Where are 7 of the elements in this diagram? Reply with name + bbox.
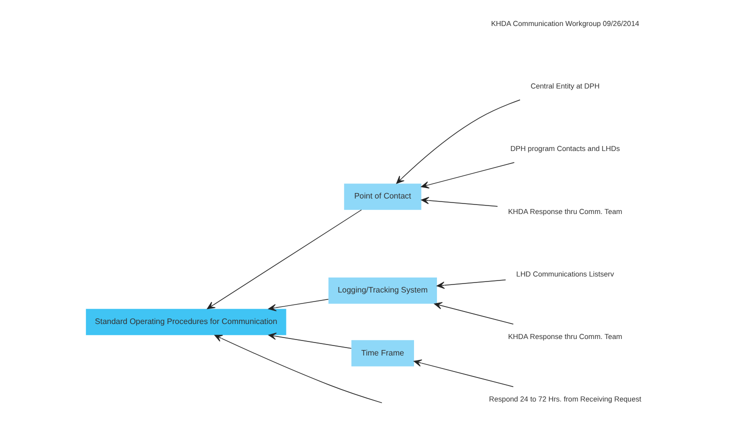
node-text: DPH program Contacts and LHDs	[510, 144, 620, 154]
label: KHDA Communication Workgroup 09/26/2014	[490, 18, 639, 28]
node-text: LHD Communications Listserv	[516, 269, 614, 278]
node-text: KHDA Response thru Comm. Team	[508, 332, 622, 342]
node-text: Central Entity at DPH	[530, 82, 600, 91]
node-text: Respond 24 to 72 Hrs. from Receiving Request	[488, 394, 641, 404]
node-text: KHDA Response thru Comm. Team	[508, 206, 622, 216]
